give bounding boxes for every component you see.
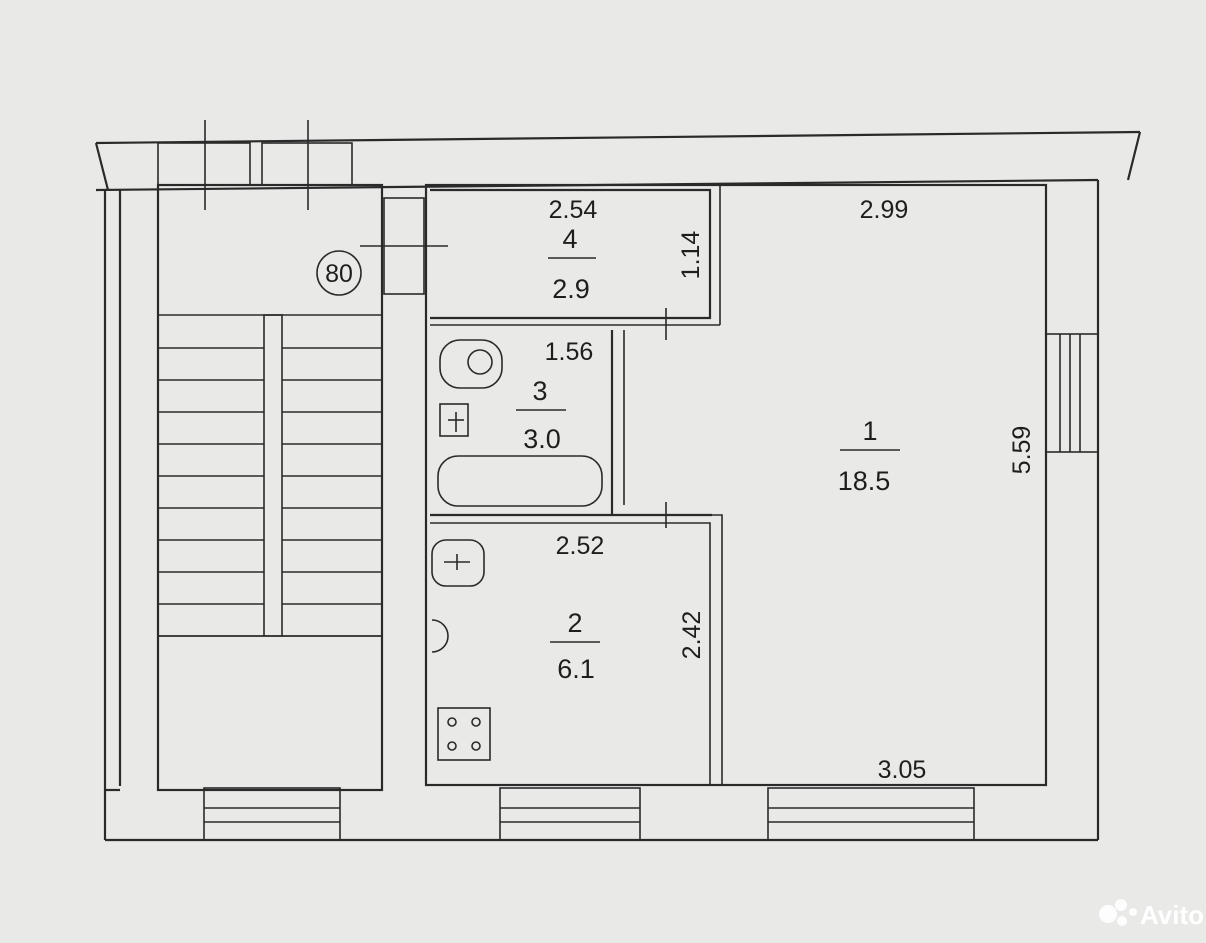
window-stairwell	[203, 787, 341, 841]
room-3-labels: 1.56 3 3.0	[516, 338, 593, 454]
stairwell	[156, 183, 425, 792]
apartment-walls	[360, 183, 1048, 787]
apartment-number-badge: 80	[316, 250, 362, 296]
bathroom-sink	[439, 403, 469, 437]
bottom-windows	[203, 787, 975, 841]
watermark-text: Avito	[1140, 900, 1204, 930]
room-4-width: 2.54	[549, 196, 598, 224]
bathtub	[437, 455, 603, 507]
stairs-left	[158, 347, 264, 637]
room-1-number: 1	[862, 416, 877, 446]
window-kitchen	[499, 787, 641, 841]
toilet	[439, 339, 503, 389]
room-4-depth: 1.14	[677, 231, 705, 280]
room-3-area: 3.0	[523, 424, 561, 454]
watermark-dots-icon	[1099, 899, 1137, 926]
room-2-width: 2.52	[556, 532, 605, 560]
kitchen-sink	[431, 539, 485, 587]
room-1-width-top: 2.99	[860, 196, 909, 224]
room-4-labels: 2.54 4 2.9 1.14	[548, 196, 705, 304]
outer-walls	[94, 130, 1142, 842]
right-window	[1045, 333, 1099, 453]
window-room-1	[767, 787, 975, 841]
room-2-labels: 2.52 2 6.1 2.42	[550, 532, 706, 684]
room-3-number: 3	[532, 376, 547, 406]
room-1-labels: 2.99 1 18.5 5.59 3.05	[838, 196, 1036, 784]
room-1-depth: 5.59	[1008, 426, 1036, 475]
room-2-number: 2	[567, 608, 582, 638]
room-1-width-bottom: 3.05	[878, 756, 927, 784]
room-4-number: 4	[562, 224, 577, 254]
room-1-area: 18.5	[838, 466, 891, 496]
top-windows	[157, 120, 353, 210]
room-2-depth: 2.42	[678, 611, 706, 660]
room-4-area: 2.9	[552, 274, 590, 304]
watermark: Avito	[1099, 899, 1204, 930]
stove	[437, 707, 491, 761]
room-2-area: 6.1	[557, 654, 595, 684]
room-3-width: 1.56	[545, 338, 594, 366]
apartment-number: 80	[325, 260, 353, 288]
kitchen-appliance	[431, 619, 449, 653]
stairs-right	[282, 347, 382, 637]
